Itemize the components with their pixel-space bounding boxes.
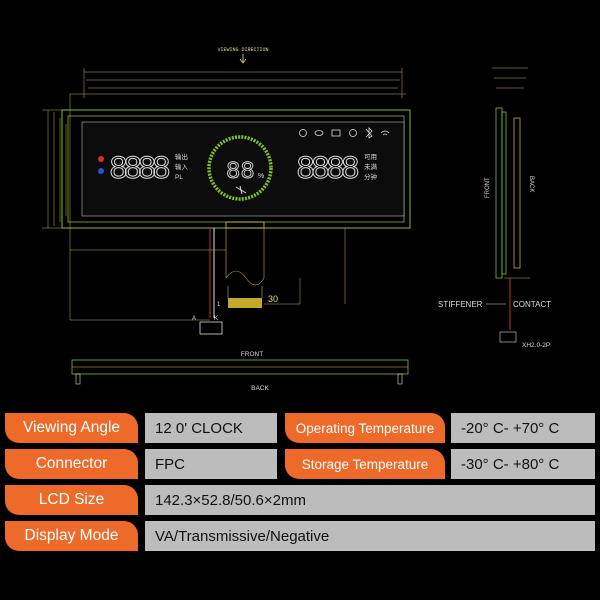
lcd-left-char-2: 输入 — [175, 162, 189, 171]
lcd-left-digits: 8888 — [109, 151, 171, 188]
spec-value-connector: FPC — [145, 449, 277, 479]
lcd-center-unit: % — [258, 173, 264, 180]
side-view-right-pin — [397, 373, 403, 385]
spec-value-display-mode: VA/Transmissive/Negative — [145, 521, 595, 551]
spec-label-operating-temperature: Operating Temperature — [285, 413, 445, 443]
bluetooth-icon — [365, 127, 373, 139]
stiffener-label: STIFFENER — [438, 300, 483, 309]
status-icons-row — [299, 127, 390, 139]
lcd-technical-drawing: VIEWING DIRECTION 8888 输出 输入 PL 88 % — [42, 47, 551, 392]
lcd-right-digits: 8888 — [296, 151, 360, 188]
battery-icon — [331, 129, 341, 137]
lcd-right-char-1: 可用 — [364, 153, 377, 161]
battery-ring — [207, 135, 273, 201]
spec-label-viewing-angle: Viewing Angle — [5, 413, 138, 443]
power-icon — [299, 129, 307, 137]
side-front-label: FRONT — [485, 177, 491, 198]
side-dimension-lines — [492, 67, 530, 279]
contact-pads-strip — [225, 221, 265, 229]
front-label: FRONT — [241, 351, 263, 358]
bottom-dimension-lines — [70, 228, 346, 321]
lcd-left-char-1: 输出 — [175, 152, 188, 161]
fpc-gold-fingers — [228, 298, 262, 308]
spec-label-display-mode: Display Mode — [5, 521, 138, 551]
top-dimension-lines — [70, 68, 406, 98]
lcd-right-char-2: 未满 — [364, 162, 378, 171]
spec-value-storage-temperature: -30° C- +80° C — [451, 449, 595, 479]
side-back-label: BACK — [528, 176, 534, 192]
settings-icon — [349, 129, 357, 137]
pin-k-label: K — [214, 316, 218, 322]
spec-value-operating-temperature: -20° C- +70° C — [451, 413, 595, 443]
viewing-direction-label: VIEWING DIRECTION — [217, 47, 268, 53]
side-view-left-pin — [75, 373, 81, 385]
spec-label-storage-temperature: Storage Temperature — [285, 449, 445, 479]
spec-value-lcd-size: 142.3×52.8/50.6×2mm — [145, 485, 595, 515]
wifi-icon — [380, 130, 390, 136]
connector-part-label: XH2.0-2P — [522, 342, 550, 349]
viewing-direction-arrow — [239, 54, 247, 64]
lcd-right-char-3: 分钟 — [364, 172, 378, 181]
wire-connector — [199, 321, 223, 335]
spec-value-viewing-angle: 12 0' CLOCK — [145, 413, 277, 443]
pin-1-label: 1 — [217, 302, 221, 308]
indicator-red-icon — [98, 156, 104, 162]
left-dimension-lines — [42, 94, 80, 320]
fpc-tail — [225, 228, 265, 298]
backlight-wires — [209, 228, 215, 318]
pin-a-label: A — [192, 316, 196, 322]
back-label: BACK — [251, 385, 269, 392]
plane-icon — [235, 185, 247, 195]
lcd-left-char-3: PL — [175, 174, 183, 181]
spec-label-lcd-size: LCD Size — [5, 485, 138, 515]
side-profile — [495, 107, 521, 279]
spec-label-connector: Connector — [5, 449, 138, 479]
cloud-icon — [314, 130, 324, 136]
fpc-tail-length: 30 — [268, 294, 278, 304]
contact-label: CONTACT — [513, 300, 551, 309]
indicator-blue-icon — [98, 168, 104, 174]
lcd-center-digits: 88 — [226, 159, 255, 186]
side-connector — [499, 331, 517, 343]
